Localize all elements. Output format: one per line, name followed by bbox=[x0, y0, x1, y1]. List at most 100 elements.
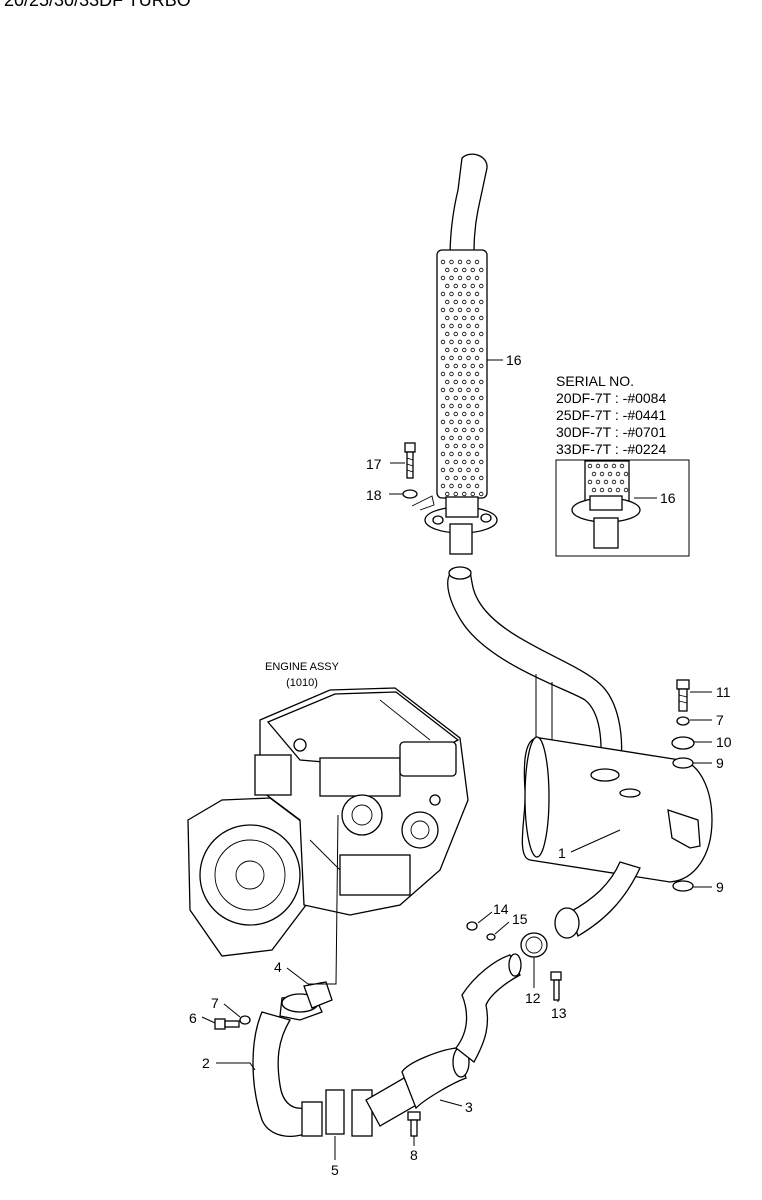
perforation-hole bbox=[457, 355, 463, 361]
perforation-hole bbox=[445, 379, 450, 385]
perforation-hole bbox=[445, 475, 450, 481]
serial-row: 30DF-7T : -#0701 bbox=[556, 424, 666, 440]
callout-5: 5 bbox=[331, 1162, 339, 1178]
perforation-hole bbox=[453, 315, 458, 321]
perforation-hole bbox=[462, 395, 467, 401]
perforation-hole bbox=[462, 411, 467, 417]
perforation-hole bbox=[462, 459, 467, 465]
perforation-hole bbox=[474, 483, 480, 489]
perforation-hole bbox=[619, 479, 625, 485]
perforation-hole bbox=[466, 307, 471, 313]
perforation-hole bbox=[445, 283, 450, 289]
washer-15 bbox=[486, 933, 496, 941]
perforation-hole bbox=[440, 307, 446, 313]
perforation-hole bbox=[479, 475, 484, 481]
perforation-hole bbox=[479, 379, 484, 385]
perforation-hole bbox=[466, 355, 471, 361]
bolt-6 bbox=[214, 1018, 240, 1030]
perforation-hole bbox=[607, 487, 613, 493]
perforation-hole bbox=[466, 387, 471, 393]
serial-inset-frame bbox=[555, 459, 690, 557]
perforation-hole bbox=[479, 267, 484, 273]
perforation-hole bbox=[462, 347, 467, 353]
perforation-hole bbox=[591, 487, 597, 493]
perforation-hole bbox=[466, 259, 471, 265]
perforation-hole bbox=[623, 471, 629, 477]
perforation-hole bbox=[445, 427, 450, 433]
perforation-hole bbox=[445, 395, 450, 401]
perforation-hole bbox=[440, 451, 446, 457]
perforation-hole bbox=[599, 471, 605, 477]
perforation-hole bbox=[453, 395, 458, 401]
perforation-hole bbox=[440, 403, 446, 409]
perforation-hole bbox=[440, 435, 446, 441]
bolt-13 bbox=[550, 971, 562, 1001]
perforation-hole bbox=[466, 483, 471, 489]
callout-7-right: 7 bbox=[716, 712, 724, 728]
perforation-hole bbox=[470, 491, 475, 497]
callout-13: 13 bbox=[551, 1005, 567, 1021]
perforation-hole bbox=[453, 283, 458, 289]
perforation-hole bbox=[453, 363, 458, 369]
perforation-hole bbox=[449, 307, 454, 313]
perforation-hole bbox=[470, 299, 475, 305]
perforation-hole bbox=[466, 323, 471, 329]
perforation-hole bbox=[470, 267, 475, 273]
perforation-hole bbox=[603, 479, 609, 485]
perforation-hole bbox=[457, 387, 463, 393]
gasket-4 bbox=[303, 981, 333, 1009]
diagram-title: 20/25/30/33DF TURBO bbox=[4, 0, 191, 10]
perforation-hole bbox=[453, 267, 458, 273]
nut-14 bbox=[466, 921, 478, 931]
exhaust-pipe-2 bbox=[252, 993, 323, 1137]
perforation-hole bbox=[595, 463, 601, 469]
perforation-hole bbox=[615, 487, 621, 493]
perforation-hole bbox=[462, 491, 467, 497]
perforation-hole bbox=[466, 339, 471, 345]
perforation-hole bbox=[445, 315, 450, 321]
perforation-hole bbox=[474, 259, 480, 265]
serial-number-box: SERIAL NO. 20DF-7T : -#0084 25DF-7T : -#… bbox=[555, 373, 690, 557]
callout-9-top: 9 bbox=[716, 755, 724, 771]
washer-10 bbox=[671, 736, 695, 750]
perforation-hole bbox=[479, 427, 484, 433]
perforation-hole bbox=[440, 419, 446, 425]
perforation-hole bbox=[445, 491, 450, 497]
callout-10: 10 bbox=[716, 734, 732, 750]
perforation-hole bbox=[466, 291, 471, 297]
perforation-hole bbox=[457, 323, 463, 329]
perforation-hole bbox=[474, 403, 480, 409]
engine-label-line2: (1010) bbox=[286, 677, 318, 689]
perforation-hole bbox=[474, 323, 480, 329]
perforation-hole bbox=[470, 283, 475, 289]
callout-17: 17 bbox=[366, 456, 382, 472]
perforation-hole bbox=[445, 299, 450, 305]
perforation-hole bbox=[453, 459, 458, 465]
bolt-8 bbox=[407, 1111, 421, 1137]
perforation-hole bbox=[449, 323, 454, 329]
perforation-hole bbox=[457, 467, 463, 473]
perforation-hole bbox=[615, 471, 621, 477]
callout-1: 1 bbox=[558, 845, 566, 861]
perforation-hole bbox=[587, 479, 593, 485]
callout-6: 6 bbox=[189, 1010, 197, 1026]
perforation-hole bbox=[440, 387, 446, 393]
perforation-hole bbox=[445, 443, 450, 449]
perforation-hole bbox=[457, 483, 463, 489]
perforation-hole bbox=[611, 479, 617, 485]
perforation-hole bbox=[619, 463, 625, 469]
perforation-hole bbox=[479, 299, 484, 305]
perforation-hole bbox=[457, 371, 463, 377]
perforation-hole bbox=[445, 331, 450, 337]
perforation-hole bbox=[462, 331, 467, 337]
perforation-hole bbox=[470, 459, 475, 465]
perforation-hole bbox=[453, 475, 458, 481]
gasket-5 bbox=[325, 1089, 345, 1135]
perforation-hole bbox=[449, 339, 454, 345]
perforation-hole bbox=[595, 479, 601, 485]
perforation-hole bbox=[470, 411, 475, 417]
perforation-hole bbox=[462, 443, 467, 449]
perforation-hole bbox=[474, 355, 480, 361]
perforation-hole bbox=[479, 347, 484, 353]
callout-8: 8 bbox=[410, 1147, 418, 1163]
